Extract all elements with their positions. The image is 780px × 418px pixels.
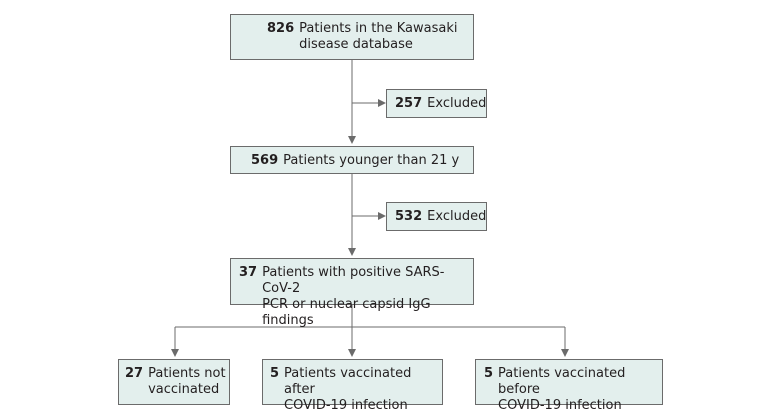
node-kawasaki-database: 826 Patients in the Kawasaki disease dat… bbox=[230, 14, 474, 60]
node-count: 257 bbox=[395, 96, 423, 111]
node-count: 5 bbox=[270, 366, 280, 381]
node-label: Patients younger than 21 y bbox=[283, 153, 460, 168]
node-excluded-257: 257 Excluded bbox=[386, 89, 487, 118]
node-positive-sars-cov-2: 37 Patients with positive SARS-CoV-2 PCR… bbox=[230, 258, 474, 328]
node-count: 532 bbox=[395, 209, 423, 224]
node-label: Patients with positive SARS-CoV-2 PCR or… bbox=[262, 265, 445, 328]
node-label: Patients in the Kawasaki disease databas… bbox=[299, 21, 458, 52]
node-label: Excluded bbox=[427, 209, 487, 224]
node-count: 27 bbox=[125, 366, 144, 381]
node-younger-than-21: 569 Patients younger than 21 y bbox=[230, 146, 474, 174]
node-label: Patients vaccinated after COVID-19 infec… bbox=[284, 366, 412, 413]
node-vaccinated-before-infection: 5 Patients vaccinated before COVID-19 in… bbox=[475, 359, 663, 413]
node-label: Excluded bbox=[427, 96, 487, 111]
node-label: Patients vaccinated before COVID-19 infe… bbox=[498, 366, 626, 413]
node-count: 5 bbox=[484, 366, 494, 381]
node-count: 37 bbox=[239, 265, 258, 280]
node-label: Patients not vaccinated bbox=[148, 366, 226, 397]
node-vaccinated-after-infection: 5 Patients vaccinated after COVID-19 inf… bbox=[262, 359, 443, 413]
node-not-vaccinated: 27 Patients not vaccinated bbox=[118, 359, 230, 405]
node-count: 826 bbox=[267, 21, 295, 36]
node-excluded-532: 532 Excluded bbox=[386, 202, 487, 231]
node-count: 569 bbox=[251, 153, 279, 168]
